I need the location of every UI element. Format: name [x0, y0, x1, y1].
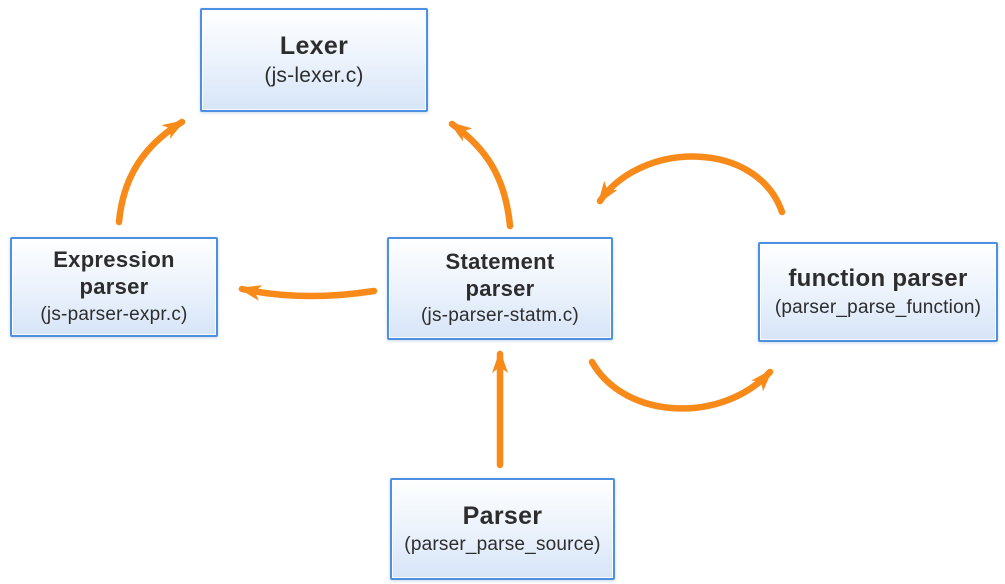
arrow-expression-parser-to-lexer	[115, 118, 186, 226]
node-statement-parser: Statement parser (js-parser-statm.c)	[387, 237, 613, 340]
node-statement-parser-title: Statement parser	[445, 248, 555, 301]
node-parser-subtitle: (parser_parse_source)	[404, 534, 601, 556]
node-lexer-title: Lexer	[279, 31, 349, 60]
arrow-function-parser-to-statement-parser	[596, 153, 786, 216]
node-parser: Parser (parser_parse_source)	[390, 478, 615, 580]
node-function-parser: function parser (parser_parse_function)	[758, 242, 998, 342]
node-lexer-subtitle: (js-lexer.c)	[264, 64, 364, 88]
node-function-parser-title: function parser	[788, 265, 968, 293]
node-expression-parser-subtitle: (js-parser-expr.c)	[40, 303, 188, 325]
node-expression-parser: Expression parser (js-parser-expr.c)	[10, 237, 218, 337]
arrow-statement-parser-to-function-parser	[588, 358, 774, 412]
node-expression-parser-title: Expression parser	[53, 247, 175, 300]
node-statement-parser-subtitle: (js-parser-statm.c)	[421, 305, 579, 327]
node-parser-title: Parser	[462, 501, 543, 530]
node-lexer: Lexer (js-lexer.c)	[200, 8, 428, 112]
arrow-statement-parser-to-expression-parser	[238, 285, 378, 301]
node-function-parser-subtitle: (parser_parse_function)	[774, 296, 982, 318]
arrow-statement-parser-to-lexer	[448, 120, 514, 230]
